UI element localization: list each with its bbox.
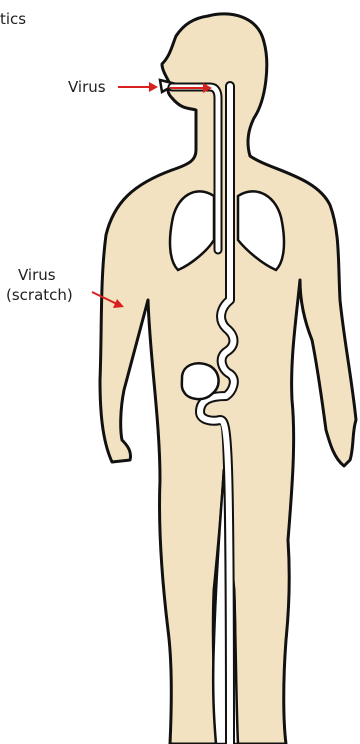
header-partial-text: tics	[0, 10, 26, 28]
virus-mouth-arrowhead	[149, 82, 158, 92]
virus-scratch-label-line1: Virus	[18, 266, 56, 284]
virus-scratch-label-line2: (scratch)	[6, 286, 73, 304]
virus-mouth-label: Virus	[68, 78, 106, 96]
stomach	[182, 363, 219, 399]
